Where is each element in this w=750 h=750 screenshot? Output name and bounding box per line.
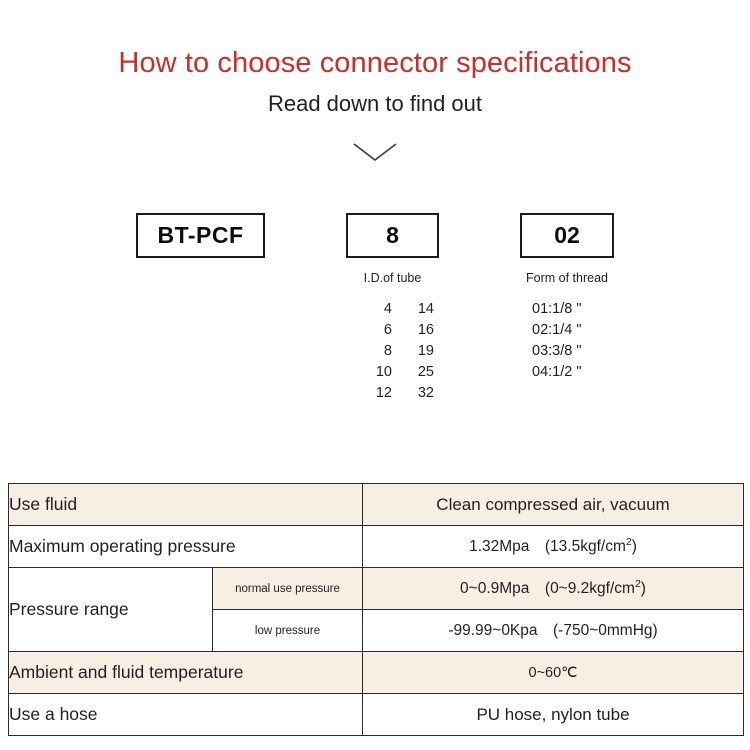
table-row: Use a hose PU hose, nylon tube [8,693,744,736]
tube-size-right: 16 [417,322,434,338]
spec-sublabel-normal-use-pressure: normal use pressure [212,567,363,610]
tube-size-right: 14 [417,301,434,317]
list-item: 6 16 [346,320,466,341]
code-box-series: BT-PCF [136,213,265,258]
list-item: 10 25 [346,362,466,383]
list-item: 04:1/2 " [532,364,582,380]
spec-value-use-fluid: Clean compressed air, vacuum [362,483,744,526]
tube-size-list: 4 14 6 16 8 19 10 25 12 32 [346,299,466,404]
tube-size-left: 10 [375,364,392,380]
code-box-tube-id: 8 [346,213,439,258]
spec-value-temperature: 0~60℃ [362,651,744,694]
tube-size-left: 12 [375,385,392,401]
spec-value-normal-use-pressure: 0~0.9Mpa (0~9.2kgf/cm2) [362,567,744,610]
list-item: 4 14 [346,299,466,320]
list-item: 01:1/8 " [532,301,582,317]
value-text: 0~0.9Mpa (0~9.2kgf/cm [460,579,635,597]
table-row: Ambient and fluid temperature 0~60℃ [8,651,744,694]
list-item: 03:3/8 " [532,343,582,359]
caption-thread-form: Form of thread [526,271,608,285]
spec-value-low-pressure: -99.99~0Kpa (-750~0mmHg) [362,609,744,652]
value-suffix: ) [640,579,646,597]
list-item: 12 32 [346,383,466,404]
spec-label-pressure-range: Pressure range [8,567,213,652]
spec-sublabel-low-pressure: low pressure [212,609,363,652]
table-row: Maximum operating pressure 1.32Mpa (13.5… [8,525,744,568]
value-text: 1.32Mpa (13.5kgf/cm [469,537,626,555]
spec-value-max-pressure: 1.32Mpa (13.5kgf/cm2) [362,525,744,568]
chevron-down-icon [353,143,397,162]
tube-size-left: 4 [383,301,392,317]
table-row: Pressure range normal use pressure 0~0.9… [8,567,744,652]
table-row: Use fluid Clean compressed air, vacuum [8,483,744,526]
table-row: low pressure -99.99~0Kpa (-750~0mmHg) [9,609,744,652]
tube-size-left: 6 [383,322,392,338]
page-subtitle: Read down to find out [267,91,483,116]
spec-label-temperature: Ambient and fluid temperature [8,651,363,694]
value-superscript: 2 [634,577,641,590]
thread-form-list: 01:1/8 " 02:1/4 " 03:3/8 " 04:1/2 " [532,299,662,383]
page-title: How to choose connector specifications [118,47,632,79]
specification-table: Use fluid Clean compressed air, vacuum M… [8,483,744,736]
spec-label-use-fluid: Use fluid [8,483,363,526]
tube-size-right: 25 [417,364,434,380]
spec-value-use-hose: PU hose, nylon tube [362,693,744,736]
tube-size-right: 19 [417,343,434,359]
tube-size-left: 8 [383,343,392,359]
value-superscript: 2 [625,535,632,548]
caption-tube-id: I.D.of tube [363,271,422,285]
code-box-thread-form: 02 [520,213,614,258]
value-suffix: ) [631,537,637,555]
list-item: 02:1/4 " [532,322,582,338]
spec-label-max-pressure: Maximum operating pressure [8,525,363,568]
tube-size-right: 32 [417,385,434,401]
spec-label-use-hose: Use a hose [8,693,363,736]
list-item: 8 19 [346,341,466,362]
